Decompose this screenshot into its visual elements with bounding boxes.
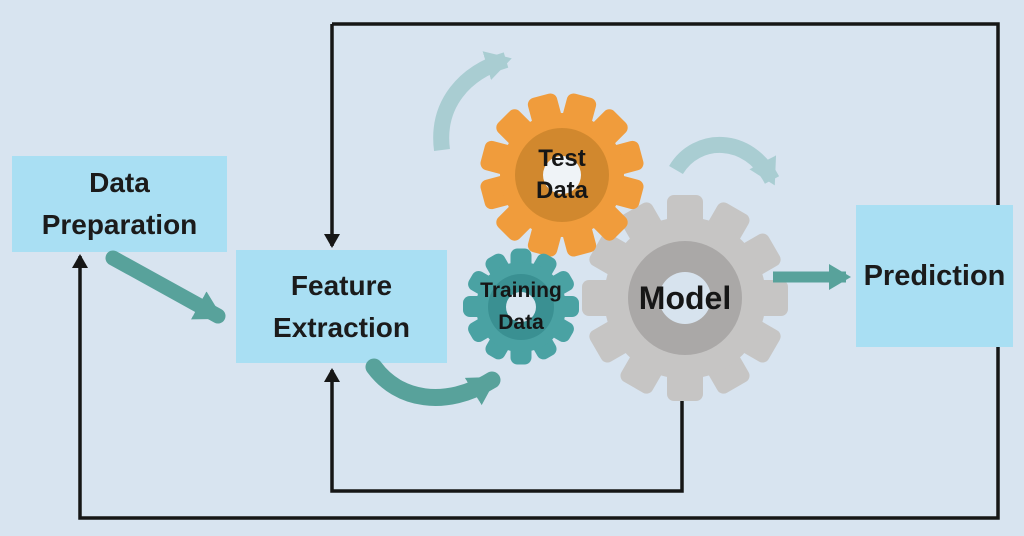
test-data-label: Test Data — [535, 145, 589, 204]
feature-extraction-node: Feature Extraction — [236, 250, 447, 363]
arrow-data-preparation-to-feature-extraction — [105, 250, 226, 324]
rotation-arc-icon-model — [669, 137, 780, 186]
data-preparation-label: Data Preparation — [41, 167, 198, 240]
feature-extraction-label: Feature Extraction — [273, 269, 410, 343]
test-data-gear-icon: Test Data — [478, 91, 646, 259]
arrow-feature-extraction-to-training-data — [365, 358, 501, 406]
prediction-label: Prediction — [863, 259, 1006, 292]
training-data-label: Training Data — [480, 279, 562, 334]
data-preparation-node: Data Preparation — [12, 156, 227, 252]
training-data-gear-icon: Training Data — [463, 248, 579, 365]
prediction-node: Prediction — [856, 205, 1013, 347]
